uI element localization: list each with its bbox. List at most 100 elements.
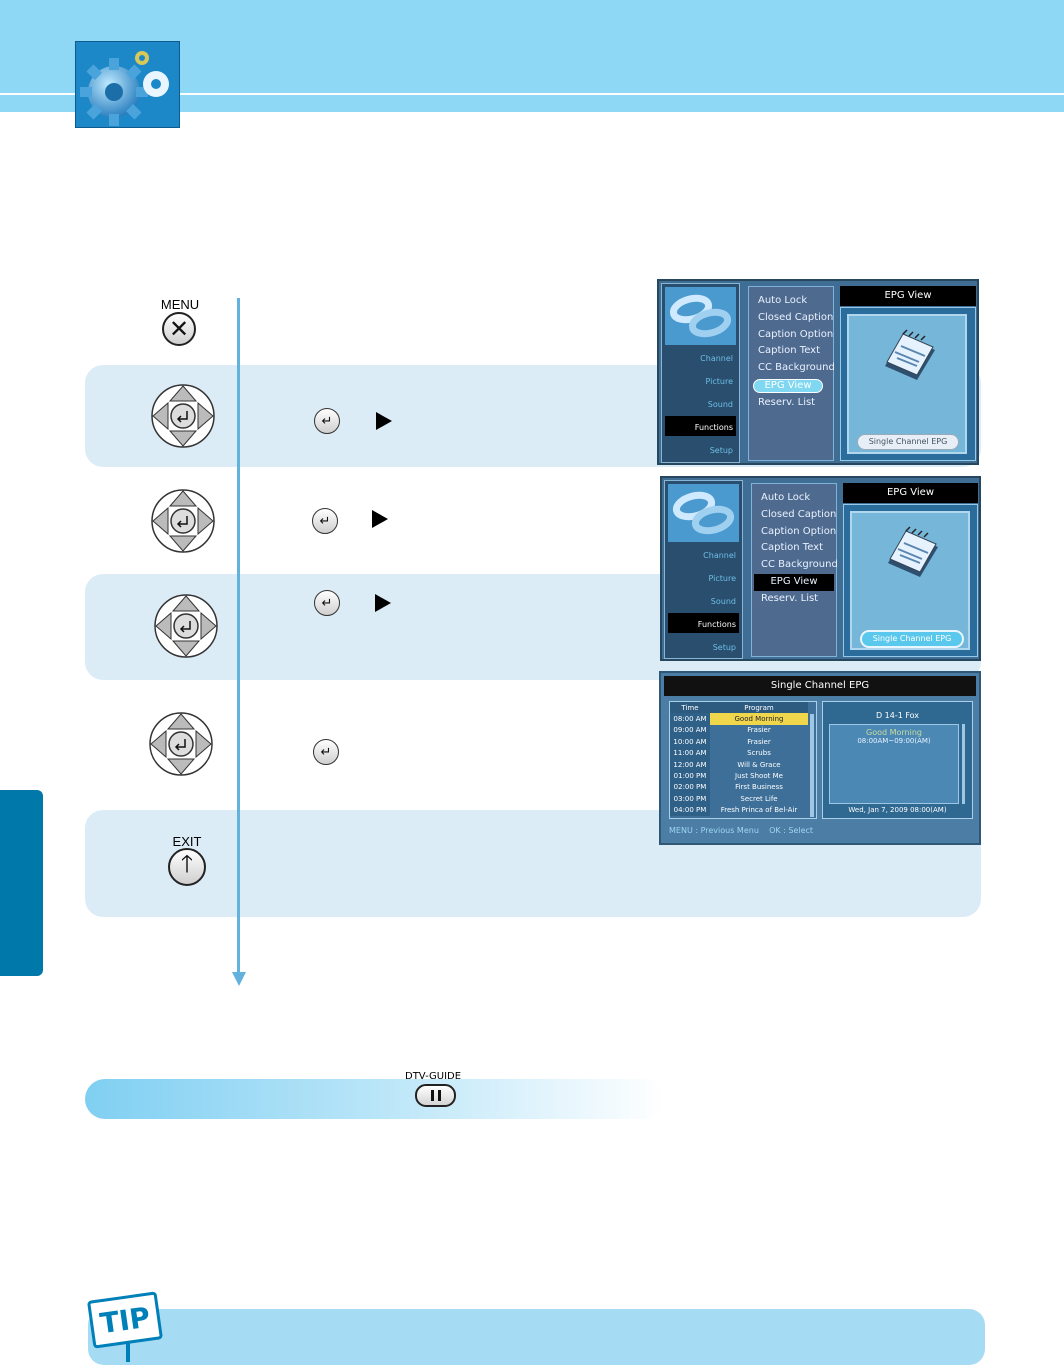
menu-item-reserv-list[interactable]: Reserv. List xyxy=(758,396,816,408)
chain-link-icon xyxy=(665,287,736,345)
menu-item-cc-background[interactable]: CC Background xyxy=(758,362,835,374)
column-header-program: Program xyxy=(710,702,808,714)
osd-side-menu: Channel Picture Sound Functions Setup xyxy=(664,480,743,659)
menu-item-epg-view[interactable]: EPG View xyxy=(754,573,834,591)
menu-item-caption-option[interactable]: Caption Option xyxy=(761,525,837,537)
dpad-icon[interactable] xyxy=(148,711,214,781)
single-channel-epg-button[interactable]: Single Channel EPG xyxy=(857,434,959,450)
sce-title: Single Channel EPG xyxy=(664,676,976,696)
menu-item-caption-text[interactable]: Caption Text xyxy=(758,345,821,357)
detail-program-title: Good Morning xyxy=(866,728,922,737)
list-scrollbar[interactable] xyxy=(810,714,814,817)
menu-item-closed-caption[interactable]: Closed Caption xyxy=(761,508,837,520)
epg-view-title: EPG View xyxy=(843,483,978,503)
detail-scrollbar[interactable] xyxy=(962,724,965,804)
epg-guide-book-icon xyxy=(879,328,939,388)
row-time: 09:00 AM xyxy=(670,724,710,737)
row-time: 11:00 AM xyxy=(670,747,710,759)
side-menu-setup[interactable]: Setup xyxy=(709,446,733,455)
pause-icon xyxy=(430,1090,441,1101)
exit-button-label: EXIT xyxy=(172,834,202,849)
row-time: 02:00 PM xyxy=(670,781,710,794)
osd-function-menu: Auto Lock Closed Caption Caption Option … xyxy=(751,483,838,657)
enter-button-icon: ↵ xyxy=(313,739,339,765)
menu-item-caption-text[interactable]: Caption Text xyxy=(761,542,824,554)
table-row[interactable]: 10:00 AM Frasier xyxy=(670,736,808,748)
dpad-icon[interactable] xyxy=(150,488,216,558)
table-row[interactable]: 01:00 PM Just Shoot Me xyxy=(670,770,808,782)
menu-item-cc-background[interactable]: CC Background xyxy=(761,559,838,571)
flow-line xyxy=(237,298,240,974)
row-program: Good Morning xyxy=(710,713,808,725)
side-menu-sound[interactable]: Sound xyxy=(707,400,733,409)
dtv-guide-tip-band xyxy=(85,1079,665,1119)
tip-band xyxy=(88,1309,985,1365)
epg-view-inner: Single Channel EPG xyxy=(850,511,970,650)
table-row[interactable]: 04:00 PM Fresh Princa of Bel-Air xyxy=(670,804,808,816)
side-menu-functions[interactable]: Functions xyxy=(665,416,736,436)
menu-item-reserv-list[interactable]: Reserv. List xyxy=(761,592,819,604)
section-side-tab xyxy=(0,790,43,976)
row-time: 08:00 AM xyxy=(670,713,710,725)
osd-screenshot-functions: Channel Picture Sound Functions Setup Au… xyxy=(657,279,979,465)
side-menu-picture[interactable]: Picture xyxy=(705,377,733,386)
menu-item-caption-option[interactable]: Caption Option xyxy=(758,328,834,340)
table-row[interactable]: 11:00 AM Scrubs xyxy=(670,747,808,759)
play-arrow-icon xyxy=(372,510,388,528)
single-channel-epg-button[interactable]: Single Channel EPG xyxy=(860,630,964,648)
menu-button[interactable]: ✕ xyxy=(162,312,196,346)
program-detail-box: Good Morning 08:00AM~09:00(AM) xyxy=(829,724,959,804)
row-time: 10:00 AM xyxy=(670,736,710,748)
program-detail-panel: D 14-1 Fox Good Morning 08:00AM~09:00(AM… xyxy=(822,701,973,819)
row-program: Fresh Princa of Bel-Air xyxy=(720,806,798,815)
dpad-icon[interactable] xyxy=(153,593,219,663)
epg-view-panel: Single Channel EPG xyxy=(840,307,976,461)
tip-sign-icon: TIP xyxy=(87,1291,163,1349)
side-menu-channel[interactable]: Channel xyxy=(703,551,736,560)
row-program: Just Shoot Me xyxy=(735,772,783,781)
osd-side-menu: Channel Picture Sound Functions Setup xyxy=(661,283,740,463)
side-menu-sound[interactable]: Sound xyxy=(710,597,736,606)
row-time: 01:00 PM xyxy=(670,770,710,782)
menu-item-auto-lock[interactable]: Auto Lock xyxy=(761,492,811,503)
play-arrow-icon xyxy=(375,594,391,612)
close-x-icon: ✕ xyxy=(168,315,190,343)
sce-footer-hint: MENU : Previous Menu OK : Select xyxy=(669,826,814,835)
menu-item-auto-lock[interactable]: Auto Lock xyxy=(758,295,808,306)
menu-button-label: MENU xyxy=(160,297,200,312)
channel-name: D 14-1 Fox xyxy=(875,711,920,720)
tip-label: TIP xyxy=(97,1300,153,1340)
settings-gear-icon xyxy=(75,41,180,128)
dpad-icon[interactable] xyxy=(150,383,216,453)
row-time: 04:00 PM xyxy=(670,804,710,816)
row-program: Scrubs xyxy=(747,749,771,758)
enter-button-icon: ↵ xyxy=(314,590,340,616)
play-arrow-icon xyxy=(376,412,392,430)
epg-view-inner: Single Channel EPG xyxy=(847,314,967,454)
single-channel-epg-screen: Single Channel EPG Time Program 08:00 AM… xyxy=(659,671,981,845)
row-program: Frasier xyxy=(747,737,771,746)
detail-program-time: 08:00AM~09:00(AM) xyxy=(857,737,931,745)
tip-sign-post xyxy=(126,1342,130,1362)
osd-function-menu: Auto Lock Closed Caption Caption Option … xyxy=(748,286,835,461)
epg-view-title: EPG View xyxy=(840,286,976,306)
dtv-guide-label: DTV-GUIDE xyxy=(405,1071,462,1082)
arrow-up-icon: 🡑 xyxy=(180,849,194,878)
exit-button[interactable]: 🡑 xyxy=(168,848,206,886)
side-menu-setup[interactable]: Setup xyxy=(712,643,736,652)
menu-item-closed-caption[interactable]: Closed Caption xyxy=(758,311,834,323)
row-time: 12:00 AM xyxy=(670,758,710,771)
side-menu-channel[interactable]: Channel xyxy=(700,354,733,363)
dtv-guide-button[interactable] xyxy=(415,1084,456,1107)
side-menu-functions[interactable]: Functions xyxy=(668,613,739,633)
menu-item-epg-view[interactable]: EPG View xyxy=(753,378,823,393)
current-date: Wed, Jan 7, 2009 08:00(AM) xyxy=(848,806,947,814)
side-menu-picture[interactable]: Picture xyxy=(708,574,736,583)
